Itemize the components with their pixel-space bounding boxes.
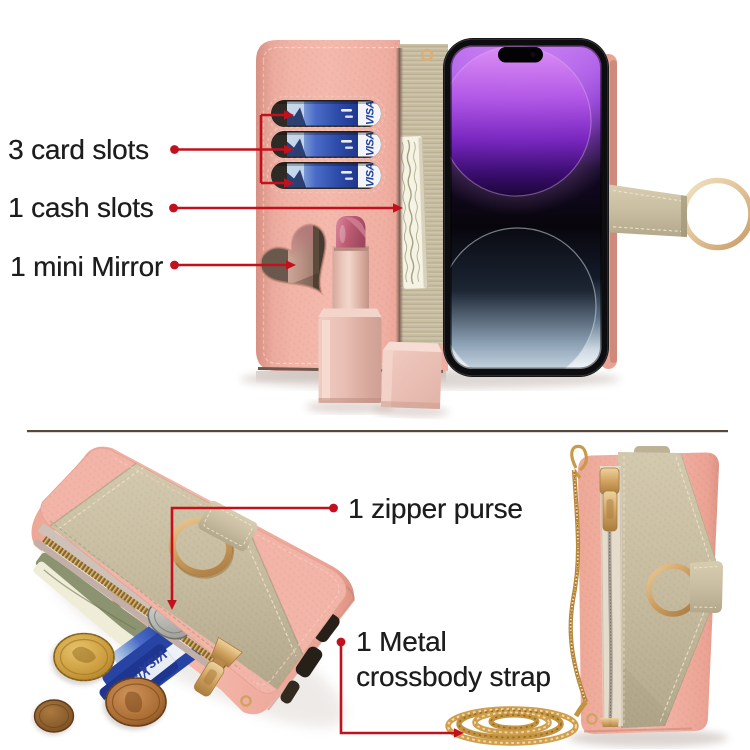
lipstick-tube xyxy=(332,246,369,320)
annotation-lines-top xyxy=(169,110,403,270)
annotation-label-mini-mirror: 1 mini Mirror xyxy=(10,250,163,282)
open-wallet-case-scene: VISA VISA VISA xyxy=(169,38,750,418)
lipstick-cap xyxy=(372,341,449,418)
wrist-strap xyxy=(609,177,750,251)
annotation-label-crossbody-strap: 1 Metal crossbody strap xyxy=(356,624,551,694)
chain-coil xyxy=(445,700,588,746)
visa-logo-1: VISA xyxy=(365,100,377,125)
visa-card-2: VISA xyxy=(271,131,381,157)
lipstick-base xyxy=(318,317,382,403)
visa-card-1: VISA xyxy=(271,100,381,126)
standing-purse-eyelet xyxy=(586,713,598,725)
standing-zipper-slider xyxy=(599,467,620,495)
front-camera xyxy=(530,52,536,58)
phone xyxy=(443,38,609,377)
strap-ring xyxy=(681,177,750,251)
annotation-lines-bottom xyxy=(167,503,464,738)
spine-eyelet xyxy=(420,48,434,62)
crossbody-strap-line2: crossbody strap xyxy=(356,661,551,692)
standing-purse-ring-tab xyxy=(646,561,723,617)
standing-purse-zipper xyxy=(599,466,623,727)
annotation-label-card-slots: 3 card slots xyxy=(8,134,149,165)
standing-purse-bottom-edge xyxy=(583,727,693,733)
annotation-label-cash-slots: 1 cash slots xyxy=(8,192,154,223)
coins xyxy=(33,632,167,735)
section-divider xyxy=(27,430,728,433)
flat-purse-ring-tab xyxy=(168,500,258,579)
crossbody-strap-line1: 1 Metal xyxy=(356,626,447,657)
flat-purse-zipper-slider xyxy=(194,636,243,697)
case-cutouts xyxy=(280,613,340,704)
purse-eyelet xyxy=(240,695,252,707)
standing-purse xyxy=(568,446,728,747)
purse-scene: VISA VISA VISA xyxy=(31,444,728,747)
visa-card-3: VISA xyxy=(271,162,381,188)
dynamic-island xyxy=(498,47,543,63)
phone-screen xyxy=(450,45,602,369)
visa-logo-2: VISA xyxy=(365,131,377,156)
visa-logo-3: VISA xyxy=(365,162,377,187)
crossbody-chain xyxy=(445,444,588,746)
lipstick xyxy=(306,216,394,414)
annotation-label-zipper-purse: 1 zipper purse xyxy=(348,492,523,524)
